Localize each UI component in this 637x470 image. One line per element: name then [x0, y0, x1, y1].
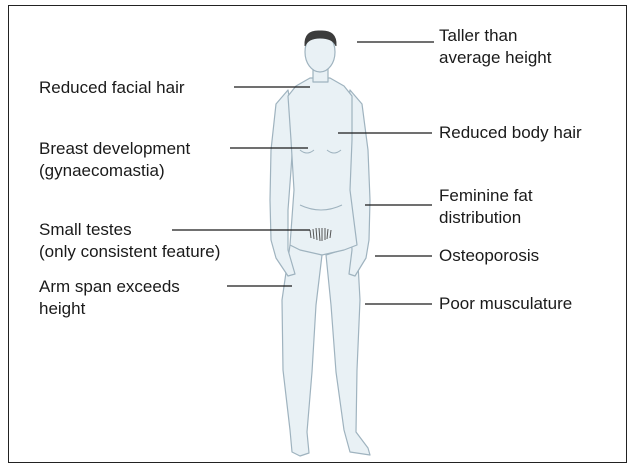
label-arm-span-line1: Arm span exceeds — [39, 276, 180, 297]
label-reduced-body-hair: Reduced body hair — [439, 122, 582, 143]
label-breast-line2: (gynaecomastia) — [39, 160, 165, 181]
label-taller-line1: Taller than — [439, 25, 517, 46]
left-leg — [282, 245, 322, 456]
label-reduced-facial-hair: Reduced facial hair — [39, 77, 185, 98]
label-breast-line1: Breast development — [39, 138, 190, 159]
label-testes-line1: Small testes — [39, 219, 132, 240]
label-poor-musculature: Poor musculature — [439, 293, 572, 314]
label-taller-line2: average height — [439, 47, 551, 68]
label-osteoporosis: Osteoporosis — [439, 245, 539, 266]
label-arm-span-line2: height — [39, 298, 85, 319]
right-leg — [326, 245, 370, 455]
label-fat-line2: distribution — [439, 207, 521, 228]
label-testes-line2: (only consistent feature) — [39, 241, 220, 262]
label-fat-line1: Feminine fat — [439, 185, 533, 206]
